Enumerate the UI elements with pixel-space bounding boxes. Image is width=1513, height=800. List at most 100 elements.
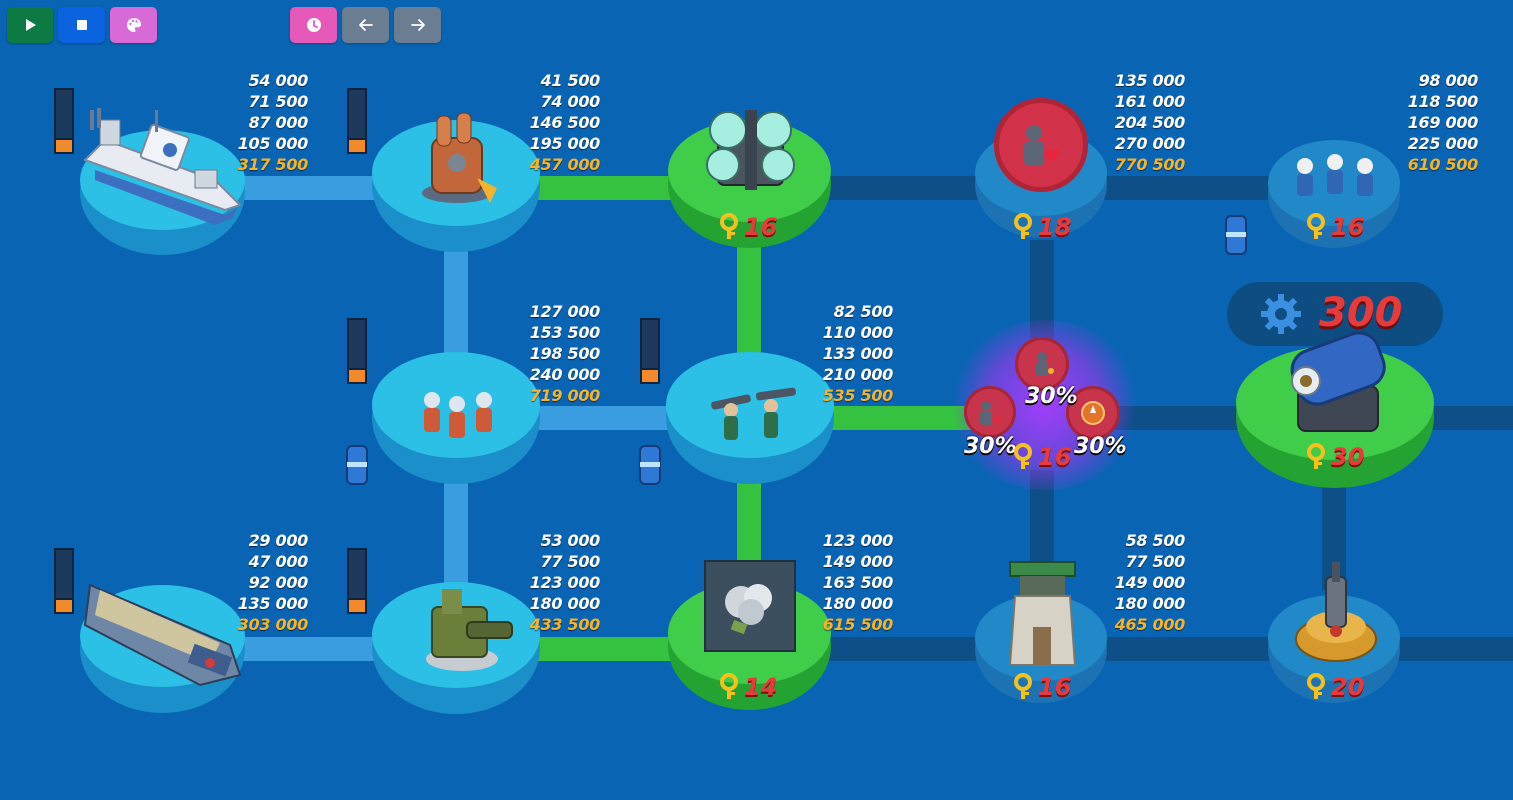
arrow-left-icon [358,19,373,31]
gear-panel: 300 [1227,282,1443,346]
grenadiers-price-1: 98 000 [1418,71,1479,90]
key-icon [1307,673,1325,699]
riflemen-price-4: 240 000 [529,365,601,384]
machine-gun-node[interactable] [372,582,542,717]
landing-craft-node[interactable] [80,580,250,720]
gunboat-price-1: 54 000 [248,71,309,90]
smoke-price-2: 149 000 [822,552,894,571]
path-shield-medkit [825,176,985,200]
shield-generator-node[interactable] [668,110,833,250]
statue-attack-icon [1015,337,1069,391]
path-tower-cannon [1100,637,1280,661]
gear-icon [1261,294,1301,334]
shield-generator-icon [706,110,795,190]
grenadiers-price-2: 118 500 [1407,92,1479,111]
sniper-tower-price-2: 77 500 [1125,552,1186,571]
boom-cannon-node[interactable] [1268,562,1403,710]
mortar-vault-node[interactable] [1236,331,1436,491]
machine-gun-price-2: 77 500 [540,552,601,571]
landing-craft-price-4: 135 000 [237,594,309,613]
grenadiers-icon [1297,154,1373,196]
stop-icon [76,20,87,30]
smoke-node[interactable] [668,560,833,712]
smoke-prices: 123 000 149 000 163 500 180 000 615 500 [822,530,894,635]
grenadiers-price-total: 610 500 [1407,155,1479,174]
barrel-icon [346,445,368,485]
medkit-icon [994,98,1088,192]
path-shield-bazooka [737,245,761,365]
landing-craft-level-meter [54,548,74,614]
gunboat-price-total: 317 500 [237,155,309,174]
back-button[interactable] [342,7,389,43]
sniper-tower-cost: 16 [1012,673,1071,701]
riflemen-price-total: 719 000 [529,386,601,405]
statue-chance-top: 30% [1025,384,1078,409]
flamethrower-price-4: 195 000 [529,134,601,153]
gunboat-level-meter [54,88,74,154]
path-cannon-edge [1395,637,1513,661]
machine-gun-icon [426,589,513,671]
path-landing-machinegun [240,637,380,661]
barrel-icon [1225,215,1247,255]
statue-medkit-icon [964,386,1016,438]
key-icon [1307,443,1325,469]
landing-craft-price-1: 29 000 [248,531,309,550]
statue-damage-icon [1066,386,1120,440]
smoke-price-1: 123 000 [822,531,894,550]
statue-cost-value: 16 [1038,443,1072,471]
flamethrower-price-1: 41 500 [540,71,601,90]
flamethrower-node[interactable] [372,112,542,255]
statue-node[interactable]: 30% 30% 30% [950,320,1140,490]
machine-gun-price-total: 433 500 [529,615,601,634]
riflemen-price-2: 153 500 [529,323,601,342]
path-bazooka-smoke [737,475,761,575]
stop-button[interactable] [58,7,105,43]
bazooka-node[interactable] [666,352,836,487]
medkit-price-4: 270 000 [1114,134,1186,153]
grenadiers-node[interactable] [1268,140,1403,255]
shield-generator-cost: 16 [718,213,777,241]
forward-button[interactable] [394,7,441,43]
machine-gun-level-meter [347,548,367,614]
riflemen-price-3: 198 500 [529,344,601,363]
gunboat-prices: 54 000 71 500 87 000 105 000 317 500 [237,70,309,175]
landing-craft-icon [83,583,242,687]
boom-cannon-icon [1295,562,1377,662]
medkit-price-3: 204 500 [1114,113,1186,132]
smoke-price-total: 615 500 [822,615,894,634]
landing-craft-price-2: 47 000 [248,552,309,571]
gunboat-price-2: 71 500 [248,92,309,111]
history-button[interactable] [290,7,337,43]
key-icon [1014,443,1032,469]
flamethrower-icon [422,112,497,203]
play-button[interactable] [7,7,53,43]
flamethrower-prices: 41 500 74 000 146 500 195 000 457 000 [529,70,601,175]
riflemen-level-meter [347,318,367,384]
boom-cannon-cost-value: 20 [1331,673,1365,701]
path-flamethrower-riflemen [444,245,468,365]
path-vault-edge [1430,406,1513,430]
riflemen-node[interactable] [372,352,542,487]
bazooka-pedestal [666,352,834,484]
flamethrower-price-total: 457 000 [529,155,601,174]
smoke-cost: 14 [718,673,777,701]
medkit-node[interactable] [975,98,1110,240]
smoke-price-4: 180 000 [822,594,894,613]
gunboat-icon [83,108,242,225]
landing-craft-price-total: 303 000 [237,615,309,634]
palette-button[interactable] [110,7,157,43]
medkit-prices: 135 000 161 000 204 500 270 000 770 500 [1114,70,1186,175]
gunboat-node[interactable] [80,108,250,260]
bazooka-level-meter [640,318,660,384]
shield-generator-cost-value: 16 [744,213,778,241]
gunboat-price-3: 87 000 [248,113,309,132]
bazooka-price-2: 110 000 [822,323,894,342]
sniper-tower-cost-value: 16 [1038,673,1072,701]
sniper-tower-node[interactable] [975,561,1110,710]
sniper-tower-price-4: 180 000 [1114,594,1186,613]
path-gunboat-flamethrower [240,176,380,200]
machine-gun-price-4: 180 000 [529,594,601,613]
riflemen-icon [424,392,492,438]
path-flamethrower-shield [535,176,675,200]
